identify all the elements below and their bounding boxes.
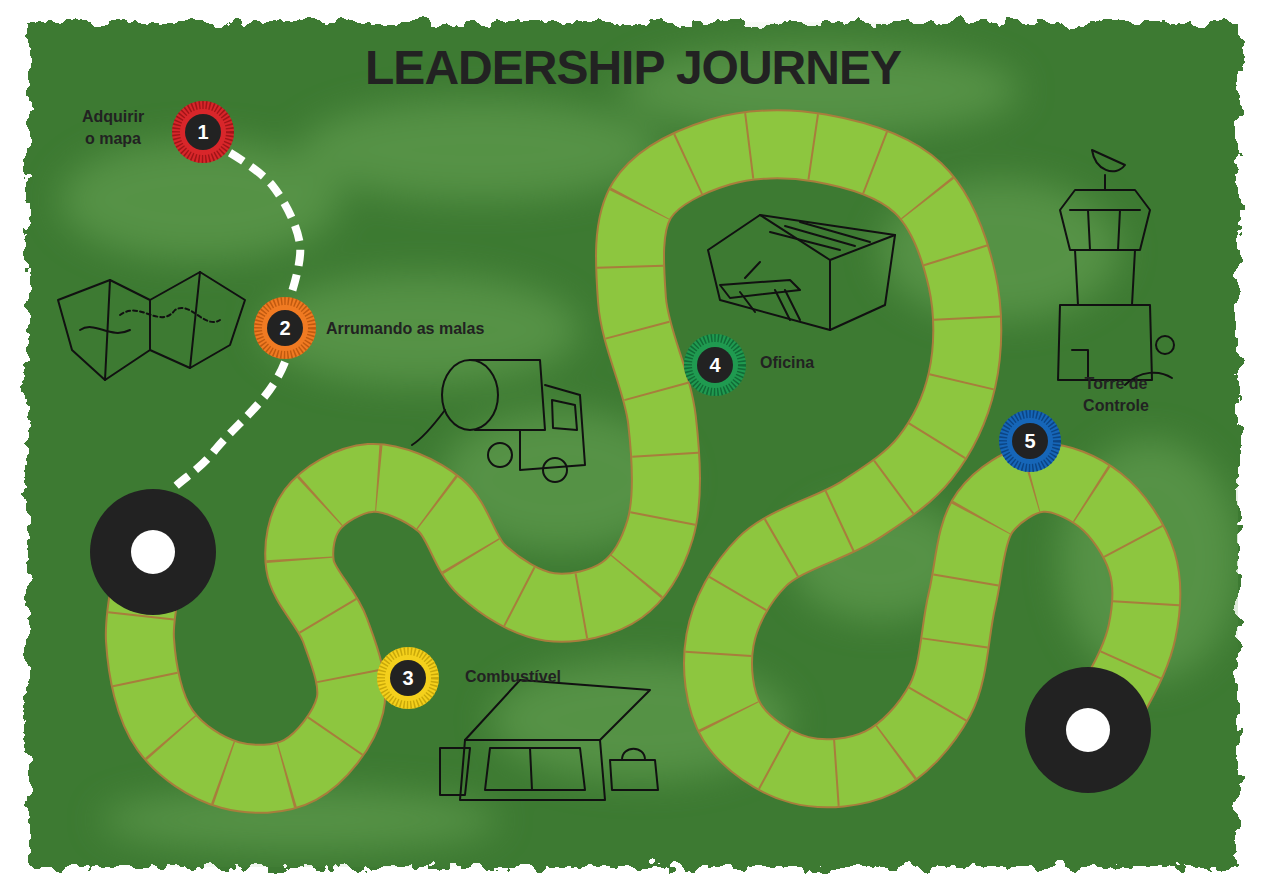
- dashed-trail: [230, 153, 300, 295]
- milestone-badge: 2Arrumando as malas: [253, 296, 317, 360]
- start-disc: [90, 489, 216, 615]
- callout-number: 1: [171, 100, 235, 164]
- milestone-label: Adquirir o mapa: [77, 106, 149, 150]
- board-track: [140, 144, 1146, 779]
- callout-number: 3: [376, 646, 440, 710]
- milestone-badge: 5Torre de Controle: [998, 409, 1062, 473]
- control-tower-sketch: [1058, 150, 1174, 385]
- hangar-sketch: [708, 215, 895, 330]
- callout-number: 4: [683, 333, 747, 397]
- milestone-badge: 3Combustível: [376, 646, 440, 710]
- milestone-label: Arrumando as malas: [326, 318, 484, 340]
- chalkboard-ground: [28, 22, 1238, 867]
- milestone-label: Torre de Controle: [1072, 373, 1160, 417]
- milestone-label: Combustível: [465, 666, 561, 688]
- fuel-truck-sketch: [412, 360, 585, 482]
- callout-number: 5: [998, 409, 1062, 473]
- finish-disc: [1025, 667, 1151, 793]
- map-sketch: [58, 272, 245, 380]
- ground-texture: [60, 45, 1238, 850]
- callout-number: 2: [253, 296, 317, 360]
- milestone-label: Oficina: [760, 352, 814, 374]
- milestone-badge: 1Adquirir o mapa: [171, 100, 235, 164]
- suitcase-sketch: [440, 680, 658, 800]
- milestone-badge: 4Oficina: [683, 333, 747, 397]
- dashed-trail: [170, 362, 285, 492]
- board-title: LEADERSHIP JOURNEY: [0, 40, 1266, 95]
